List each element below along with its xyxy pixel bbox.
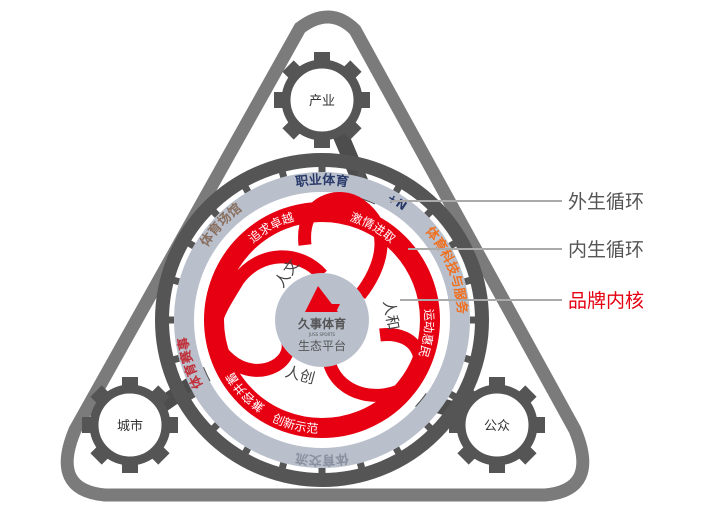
petal-renhe: 人和 (380, 299, 403, 332)
wheel-spoke (356, 158, 369, 178)
wheel-spoke (202, 422, 220, 440)
wheel-spoke (202, 200, 220, 218)
logo-icon (305, 286, 340, 312)
wheel-spoke (392, 446, 409, 466)
wheel-spoke (176, 233, 196, 250)
wheel-spoke (424, 422, 442, 440)
wheel-spoke (160, 354, 180, 367)
wheel-spoke (356, 462, 369, 482)
wheel-spoke (424, 200, 442, 218)
wheel-spoke (176, 390, 196, 407)
gear-label-chanye: 产业 (309, 94, 335, 109)
wheel-spoke (160, 273, 180, 286)
legend-core: 品牌内核 (568, 290, 644, 312)
wheel-spoke (275, 462, 288, 482)
legend-lines (390, 200, 562, 301)
center-disc (275, 273, 369, 367)
wheel-spoke (235, 446, 252, 466)
wheel-spoke (235, 174, 252, 194)
outer-band (174, 172, 470, 468)
logo-text: 久事体育 (298, 316, 346, 331)
gear-label-chengshi: 城市 (117, 418, 143, 434)
wheel-spoke (392, 174, 409, 194)
gear-right (449, 377, 545, 473)
logo-sub: JUSS SPORTS (308, 332, 335, 337)
wheel-spoke (464, 273, 484, 286)
legend-outer: 外生循环 (568, 191, 644, 213)
gear-label-gongzhong: 公众 (484, 419, 510, 434)
wheel-spoke (464, 354, 484, 367)
swirl-petals (208, 192, 427, 402)
wheel-spoke (448, 233, 468, 250)
legend-inner: 内生循环 (568, 239, 644, 261)
wheel-spoke (275, 158, 288, 178)
triangle-frame (60, 10, 590, 502)
center-title: 生态平台 (298, 338, 346, 353)
wheel-spoke (448, 390, 468, 407)
